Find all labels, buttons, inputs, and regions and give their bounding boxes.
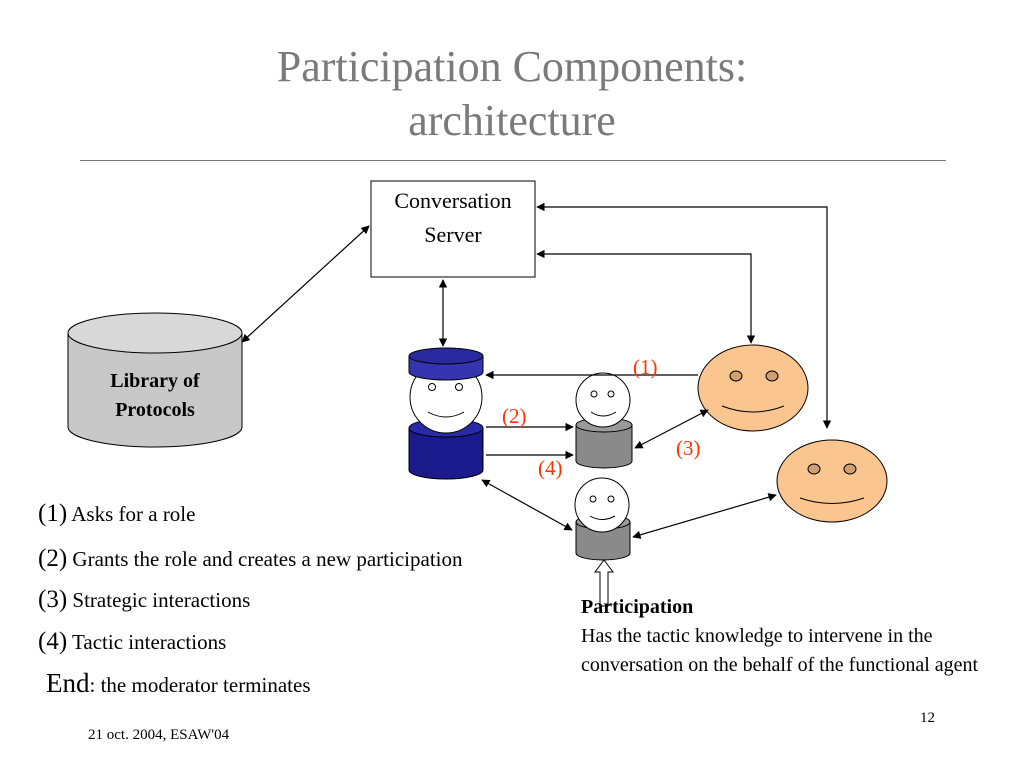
edge-label-3: (3) xyxy=(676,436,701,460)
title-line-2: architecture xyxy=(408,96,616,145)
participation-text: Has the tactic knowledge to intervene in… xyxy=(581,625,979,676)
legend-num-4: (4) xyxy=(38,628,68,655)
participation-pointer-arrow xyxy=(594,559,614,607)
title-line-1: Participation Components: xyxy=(276,42,748,91)
moderator-agent xyxy=(408,347,484,480)
edge-label-2: (2) xyxy=(502,404,527,428)
legend-item-4: (4) Tactic interactions xyxy=(38,628,226,656)
edge-library-server xyxy=(241,225,370,343)
legend-text-2: Grants the role and creates a new partic… xyxy=(67,547,463,571)
conversation-server-label-2: Server xyxy=(424,222,482,247)
legend-num-1: (1) xyxy=(38,500,68,527)
legend-num-2: (2) xyxy=(38,545,68,572)
participation-agent-2 xyxy=(574,477,631,561)
library-label-1: Library of xyxy=(110,370,200,392)
footer-date: 21 oct. 2004, ESAW'04 xyxy=(88,727,230,743)
legend-text-end: : the moderator terminates xyxy=(89,673,311,697)
library-label-2: Protocols xyxy=(115,399,195,421)
legend-text-3: Strategic interactions xyxy=(67,588,251,612)
edge-strategic xyxy=(634,409,709,449)
functional-agent-2 xyxy=(776,439,888,523)
edge-server-agent2 xyxy=(536,202,832,429)
participation-description: Participation Has the tactic knowledge t… xyxy=(581,593,1011,680)
edge-moderator-participation2 xyxy=(481,479,573,531)
participation-title: Participation xyxy=(581,596,694,618)
page-number: 12 xyxy=(920,710,935,726)
edge-server-agent1 xyxy=(536,249,756,344)
title-divider xyxy=(80,160,946,161)
legend-text-1: Asks for a role xyxy=(67,502,196,526)
page-title: Participation Components: architecture xyxy=(0,40,1024,148)
participation-agent-1 xyxy=(575,372,633,469)
edge-participation2-agent2 xyxy=(632,493,777,539)
legend-item-2: (2) Grants the role and creates a new pa… xyxy=(38,545,463,573)
legend-num-end: End xyxy=(46,668,90,698)
library-of-protocols-node: Library of Protocols xyxy=(67,312,243,448)
legend-text-4: Tactic interactions xyxy=(67,630,227,654)
legend-item-3: (3) Strategic interactions xyxy=(38,586,250,614)
legend-item-1: (1) Asks for a role xyxy=(38,500,195,528)
legend-item-end: End: the moderator terminates xyxy=(46,668,311,699)
functional-agent-1 xyxy=(697,344,809,432)
diagram-edges xyxy=(241,202,832,539)
conversation-server-node: Conversation Server xyxy=(370,180,536,278)
edge-label-1: (1) xyxy=(633,355,658,379)
legend-num-3: (3) xyxy=(38,586,68,613)
edge-label-4: (4) xyxy=(538,456,563,480)
conversation-server-label-1: Conversation xyxy=(394,188,511,213)
